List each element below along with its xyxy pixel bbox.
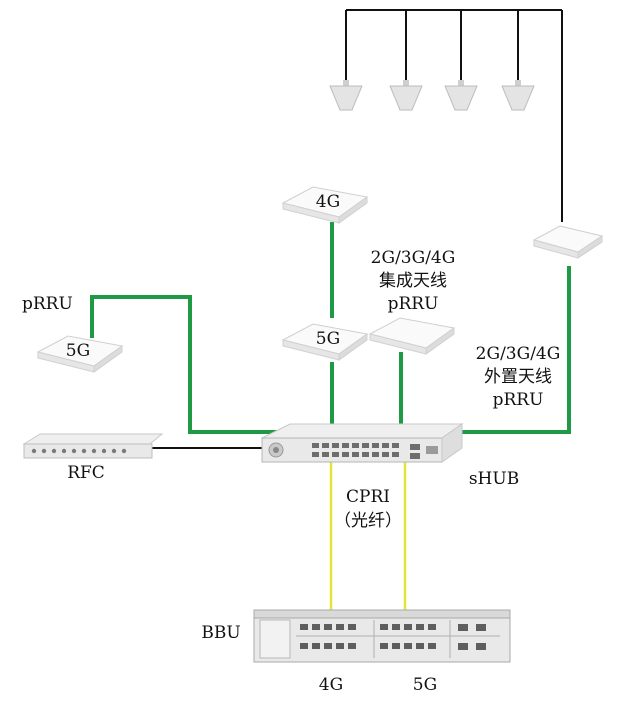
bbu-unit [253,609,511,663]
prru-external-label-line2: 外置天线 [484,367,552,387]
ceiling-antenna-icon [444,80,478,111]
prru-left-title: pRRU [22,294,73,314]
prru-device-icon [281,186,369,224]
prru-integrated-label-line3: pRRU [388,294,439,314]
ceiling-antenna-icon [329,80,363,111]
prru-device-icon [368,317,456,355]
cpri-links [329,462,407,618]
prru-external-label-line3: pRRU [493,390,544,410]
prru-top-band: 4G [316,192,340,212]
ceiling-antenna-icon [389,80,423,111]
cpri-label-line2: （光纤） [334,511,402,531]
rfc-unit [22,433,164,459]
rfc-label: RFC [67,463,105,483]
bbu-port-4g-label: 4G [319,675,343,695]
antenna-feed-lines [345,9,563,222]
cpri-label-line1: CPRI [346,487,390,507]
bbu-label: BBU [201,623,240,643]
fiber-links [90,222,571,434]
shub-unit [261,423,464,463]
prru-device-icon [281,323,369,361]
prru-device-icon [532,225,604,259]
ceiling-antenna-icon [501,80,535,111]
prru-mid-band: 5G [316,329,340,349]
shub-label: sHUB [469,469,519,489]
prru-integrated-label-line2: 集成天线 [379,271,447,291]
prru-integrated-label-line1: 2G/3G/4G [371,248,456,268]
prru-external-label-line1: 2G/3G/4G [476,344,561,364]
prru-left-band: 5G [66,341,90,361]
prru-device-icon [36,335,124,373]
bbu-port-5g-label: 5G [413,675,437,695]
